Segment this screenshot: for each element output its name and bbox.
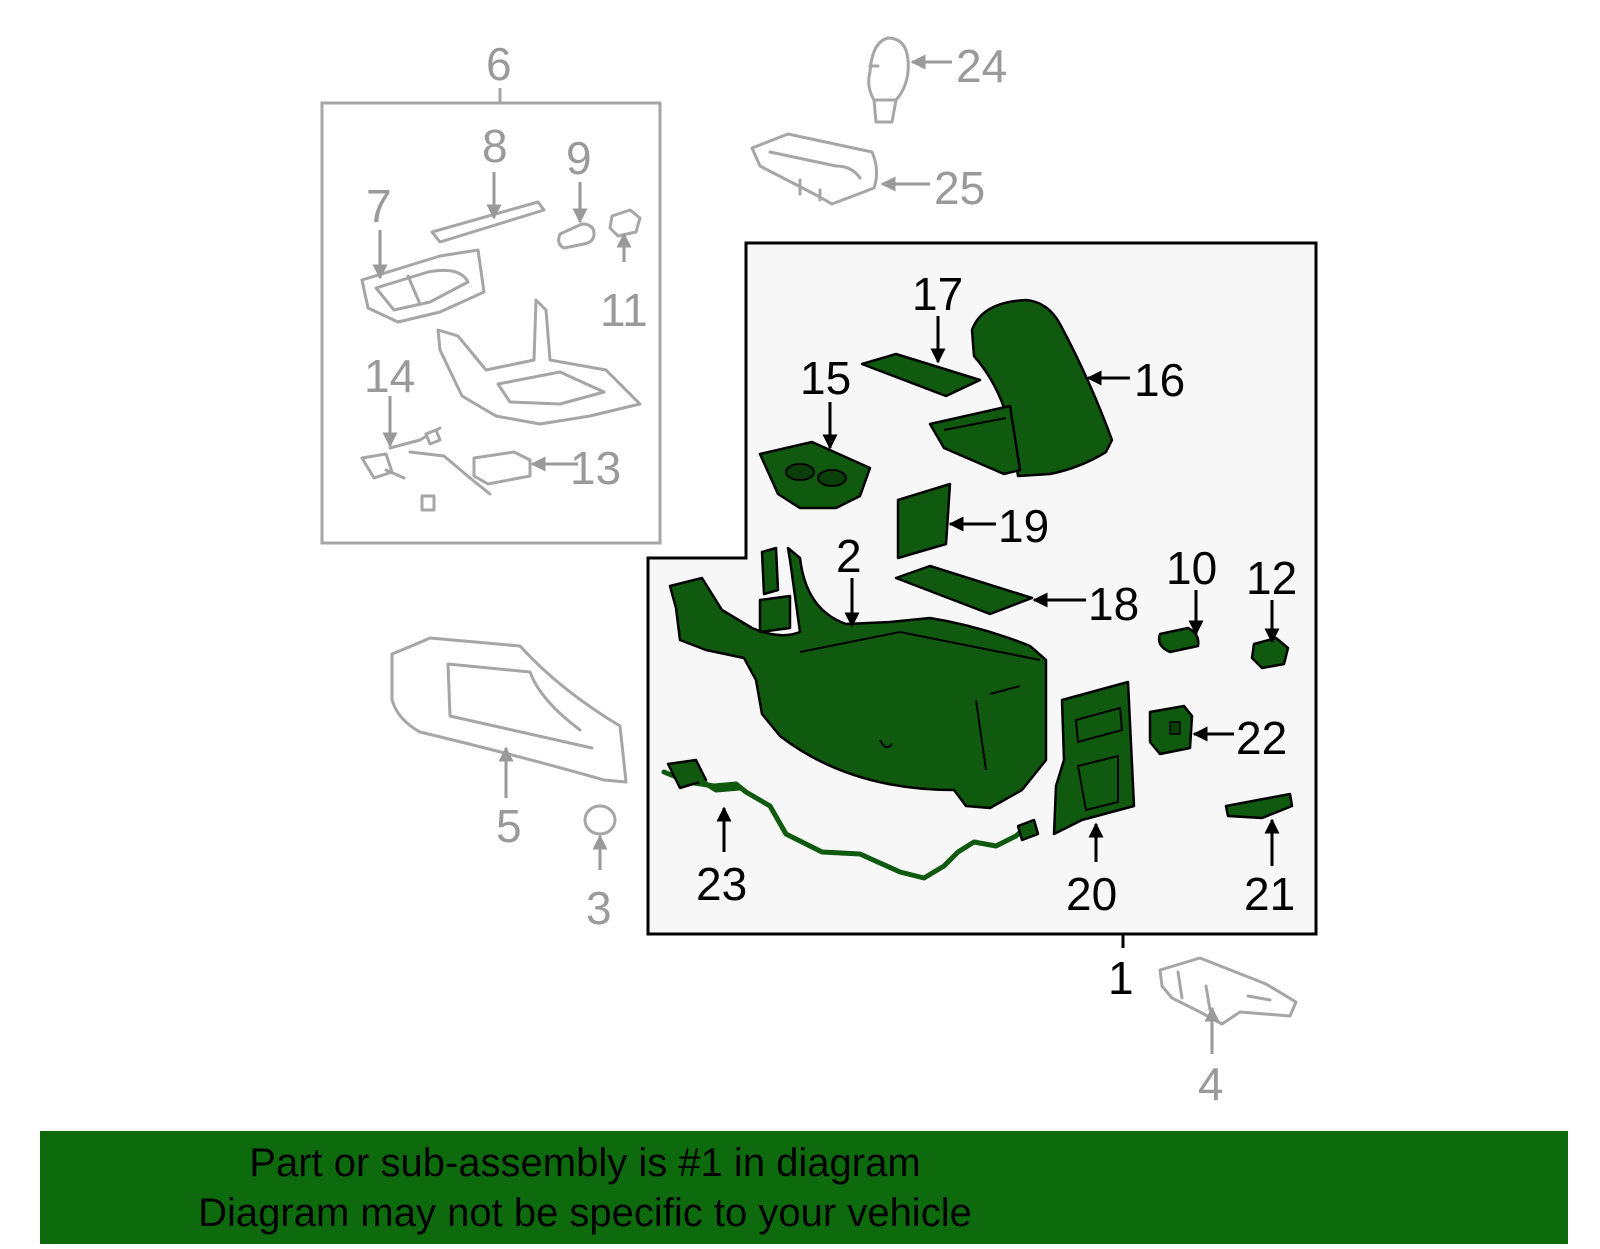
- part-20-rear-panel: [1052, 680, 1136, 836]
- callout-24: 24: [956, 40, 1007, 92]
- callout-25: 25: [934, 162, 985, 214]
- part-24-shift-knob: [867, 36, 910, 124]
- callout-14: 14: [364, 350, 415, 402]
- part-5-side-panel: [390, 636, 628, 784]
- callout-4: 4: [1198, 1058, 1224, 1110]
- part-22-switch: [1148, 704, 1194, 756]
- callout-22: 22: [1236, 712, 1287, 764]
- callout-2: 2: [836, 530, 862, 582]
- part-7-trim-bezel: [360, 248, 486, 324]
- part-19-mat: [896, 482, 952, 560]
- info-banner: Part or sub-assembly is #1 in diagram Di…: [40, 1131, 1568, 1244]
- callout-8: 8: [482, 120, 508, 172]
- callout-21: 21: [1244, 868, 1295, 920]
- banner-line-1: Part or sub-assembly is #1 in diagram: [249, 1141, 921, 1185]
- part-17-pad: [860, 352, 982, 398]
- part-9-bulb: [557, 222, 596, 250]
- callout-9: 9: [566, 132, 592, 184]
- callout-15: 15: [800, 352, 851, 404]
- part-23-wire-harness: [661, 758, 1040, 881]
- callout-1: 1: [1108, 952, 1134, 1004]
- part-16-armrest: [928, 298, 1114, 478]
- part-14-wire-harness: [360, 426, 492, 512]
- callout-5: 5: [496, 800, 522, 852]
- callout-23: 23: [696, 858, 747, 910]
- part-2-console-body: [668, 546, 1048, 810]
- callout-6: 6: [486, 38, 512, 90]
- callout-3: 3: [586, 882, 612, 934]
- part-4-bracket: [1158, 956, 1298, 1026]
- callout-16: 16: [1134, 354, 1185, 406]
- callout-12: 12: [1246, 552, 1297, 604]
- callout-18: 18: [1088, 578, 1139, 630]
- callout-11: 11: [600, 284, 648, 336]
- callout-13: 13: [570, 442, 621, 494]
- callout-7: 7: [366, 180, 392, 232]
- part-21-mat: [1224, 792, 1294, 820]
- part-8-trim-strip: [430, 200, 546, 244]
- part-18-mat: [894, 564, 1034, 616]
- part-shifter-plate: [436, 298, 642, 426]
- part-3-clip: [583, 804, 617, 836]
- callout-10: 10: [1166, 542, 1217, 594]
- part-11-socket: [608, 208, 642, 238]
- part-12-socket: [1250, 636, 1290, 670]
- part-15-cup-holder: [758, 440, 872, 510]
- part-25-shift-boot-trim: [750, 132, 879, 206]
- callout-17: 17: [912, 268, 963, 320]
- callout-20: 20: [1066, 868, 1117, 920]
- banner-line-2: Diagram may not be specific to your vehi…: [198, 1191, 972, 1235]
- part-13-switch: [472, 450, 532, 486]
- callout-19: 19: [998, 500, 1049, 552]
